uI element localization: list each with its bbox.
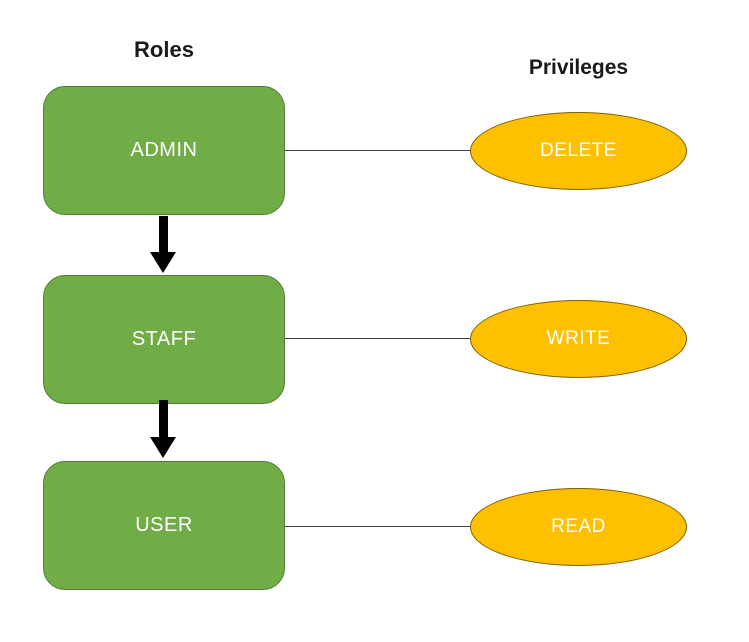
connector-line-user-read: [285, 526, 470, 527]
privilege-node-read: READ: [470, 488, 687, 566]
role-label: ADMIN: [130, 139, 198, 161]
roles-heading: Roles: [134, 37, 194, 62]
connector-line-staff-write: [285, 338, 470, 339]
arrow-head: [150, 437, 176, 458]
down-arrow-icon-staff-user: [150, 400, 177, 458]
role-label: STAFF: [131, 328, 197, 350]
privilege-label: WRITE: [546, 328, 611, 349]
privileges-heading: Privileges: [528, 56, 629, 79]
arrow-shaft: [159, 400, 168, 438]
privilege-label: DELETE: [540, 140, 617, 161]
privilege-node-write: WRITE: [470, 300, 687, 378]
privilege-node-delete: DELETE: [470, 112, 687, 190]
arrow-head: [150, 252, 176, 273]
role-label: USER: [135, 514, 193, 536]
connector-line-admin-delete: [285, 150, 470, 151]
down-arrow-icon-admin-staff: [150, 216, 177, 273]
role-node-user: USER: [43, 461, 285, 590]
privilege-label: READ: [551, 516, 606, 537]
role-node-admin: ADMIN: [43, 86, 285, 215]
role-node-staff: STAFF: [43, 275, 285, 404]
arrow-shaft: [159, 216, 168, 253]
